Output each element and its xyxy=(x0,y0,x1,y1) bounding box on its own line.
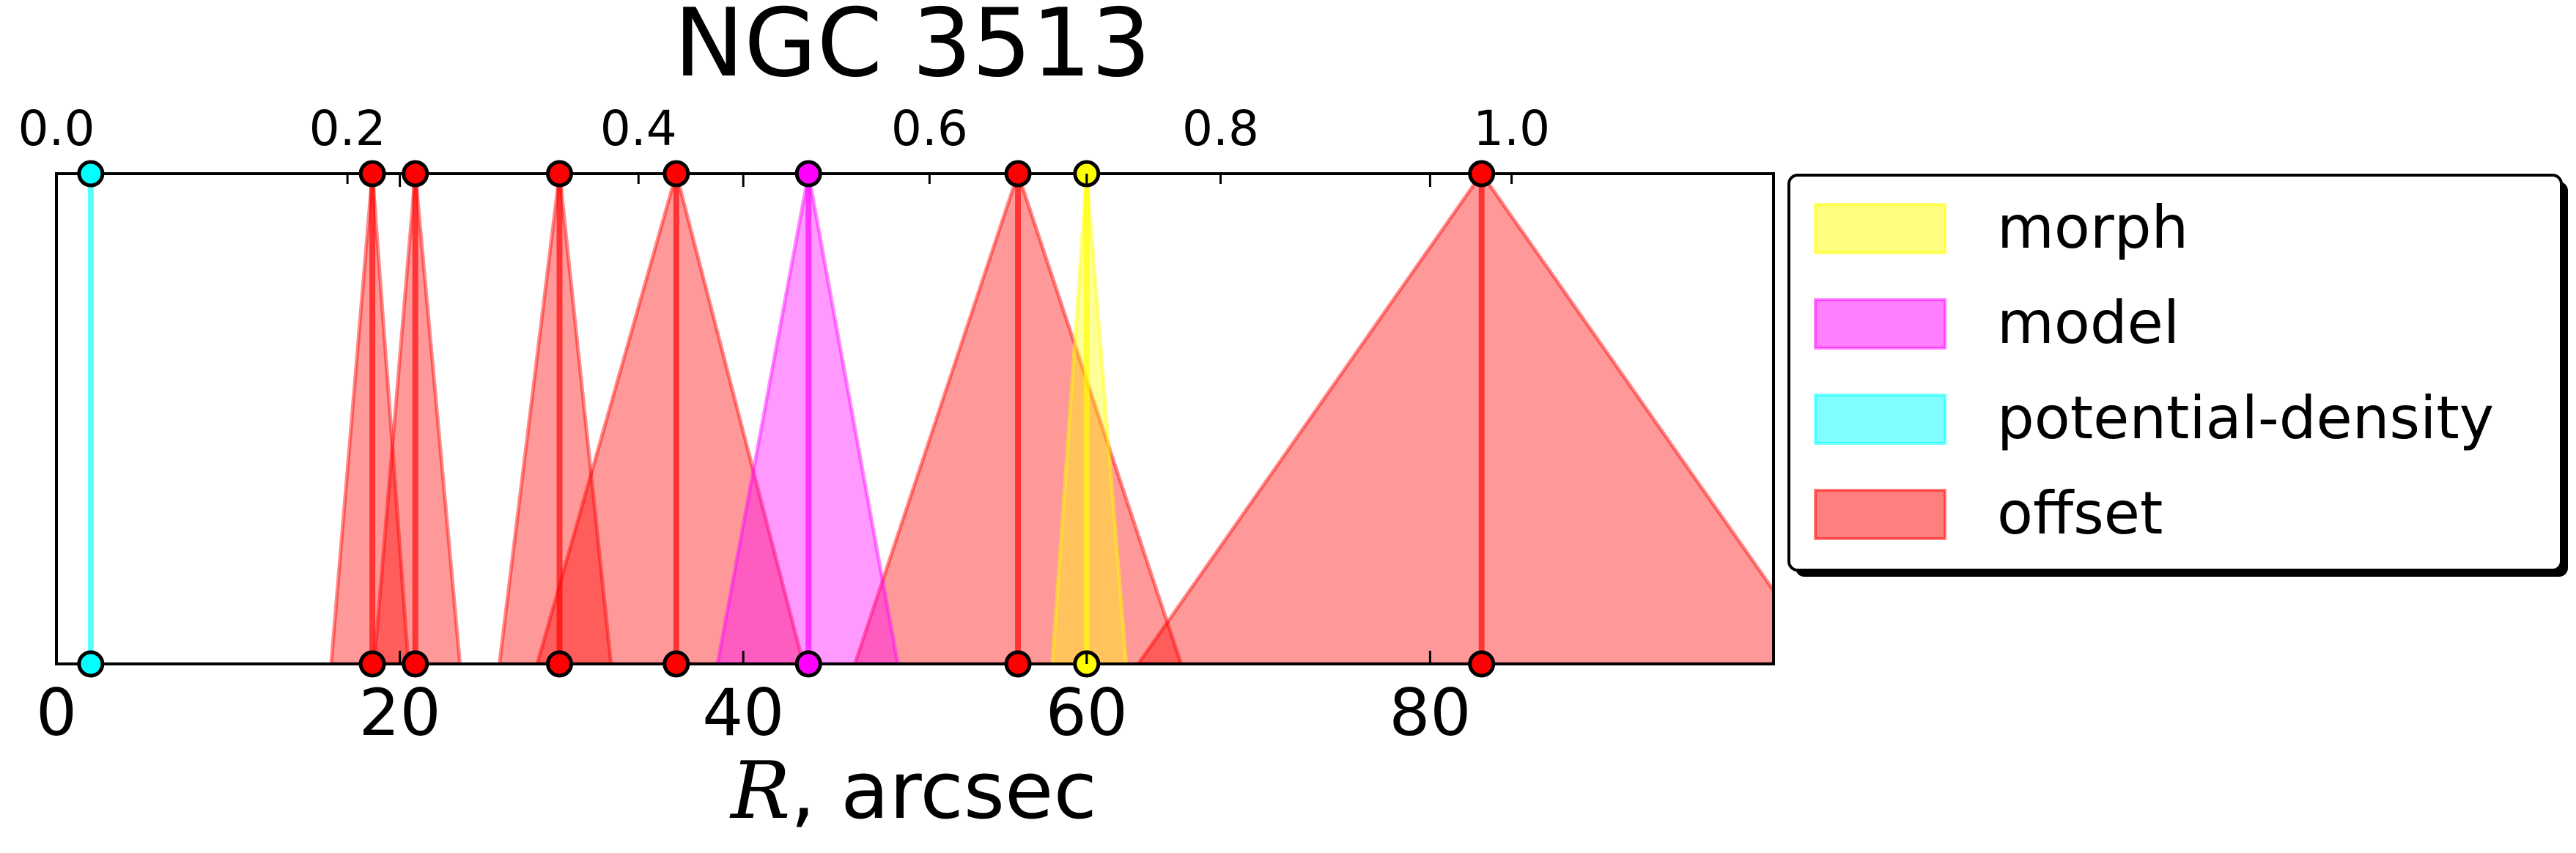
offset-marker-bottom-0 xyxy=(358,650,386,678)
offset-marker-top-2 xyxy=(545,160,573,188)
legend-entries: morph model potential-density offset xyxy=(1814,193,2494,547)
offset-range-3 xyxy=(535,174,805,664)
legend: morph model potential-density offset xyxy=(1787,174,2568,577)
x-axis-label: R, arcsec xyxy=(729,745,1097,837)
potential-density-marker-bottom-0 xyxy=(77,650,105,678)
x-tick-label-0: 0 xyxy=(36,675,77,750)
offset-range-5 xyxy=(1136,174,1774,664)
x-axis-label-math: R xyxy=(729,745,790,837)
offset-marker-bottom-1 xyxy=(402,650,429,678)
x-tick-label-40: 40 xyxy=(702,675,784,750)
plot-area xyxy=(55,160,1775,678)
offset-marker-top-4 xyxy=(1004,160,1032,188)
legend-label-offset: offset xyxy=(1997,479,2163,547)
top-tick-label-0: 0.0 xyxy=(18,100,95,157)
offset-marker-top-1 xyxy=(402,160,429,188)
chart-title: NGC 3513 xyxy=(674,0,1151,98)
top-tick-label-4: 0.8 xyxy=(1182,100,1259,157)
x-tick-label-20: 20 xyxy=(359,675,441,750)
legend-box xyxy=(1787,174,2563,572)
offset-marker-bottom-2 xyxy=(545,650,573,678)
model-marker-top-0 xyxy=(794,160,822,188)
offset-marker-top-0 xyxy=(358,160,386,188)
x-axis-top: 0.0 0.2 0.4 0.6 0.8 1.0 xyxy=(18,100,1550,184)
offset-marker-top-5 xyxy=(1468,160,1496,188)
legend-label-model: model xyxy=(1997,289,2180,357)
legend-swatch-offset xyxy=(1814,489,1946,540)
offset-marker-top-3 xyxy=(663,160,690,188)
legend-swatch-model xyxy=(1814,298,1946,350)
legend-label-morph: morph xyxy=(1997,193,2188,262)
x-axis-label-text: , arcsec xyxy=(790,745,1096,837)
legend-swatch-morph xyxy=(1814,203,1946,254)
potential-density-marker-top-0 xyxy=(77,160,105,188)
top-tick-label-3: 0.6 xyxy=(891,100,968,157)
x-tick-label-80: 80 xyxy=(1389,675,1471,750)
offset-marker-bottom-4 xyxy=(1004,650,1032,678)
plot-frame xyxy=(55,172,1775,665)
model-marker-bottom-0 xyxy=(794,650,822,678)
legend-swatch-potential-density xyxy=(1814,394,1946,445)
x-tick-label-60: 60 xyxy=(1046,675,1128,750)
offset-marker-bottom-5 xyxy=(1468,650,1496,678)
marker-layer xyxy=(77,160,1496,678)
top-tick-label-2: 0.4 xyxy=(600,100,677,157)
x-axis-bottom: 0 20 40 60 80 xyxy=(36,174,1471,750)
offset-range-2 xyxy=(497,174,613,664)
offset-marker-bottom-3 xyxy=(663,650,690,678)
top-tick-label-1: 0.2 xyxy=(309,100,386,157)
legend-label-potential-density: potential-density xyxy=(1997,384,2494,452)
top-tick-label-5: 1.0 xyxy=(1473,100,1550,157)
series-layer xyxy=(87,174,1774,664)
